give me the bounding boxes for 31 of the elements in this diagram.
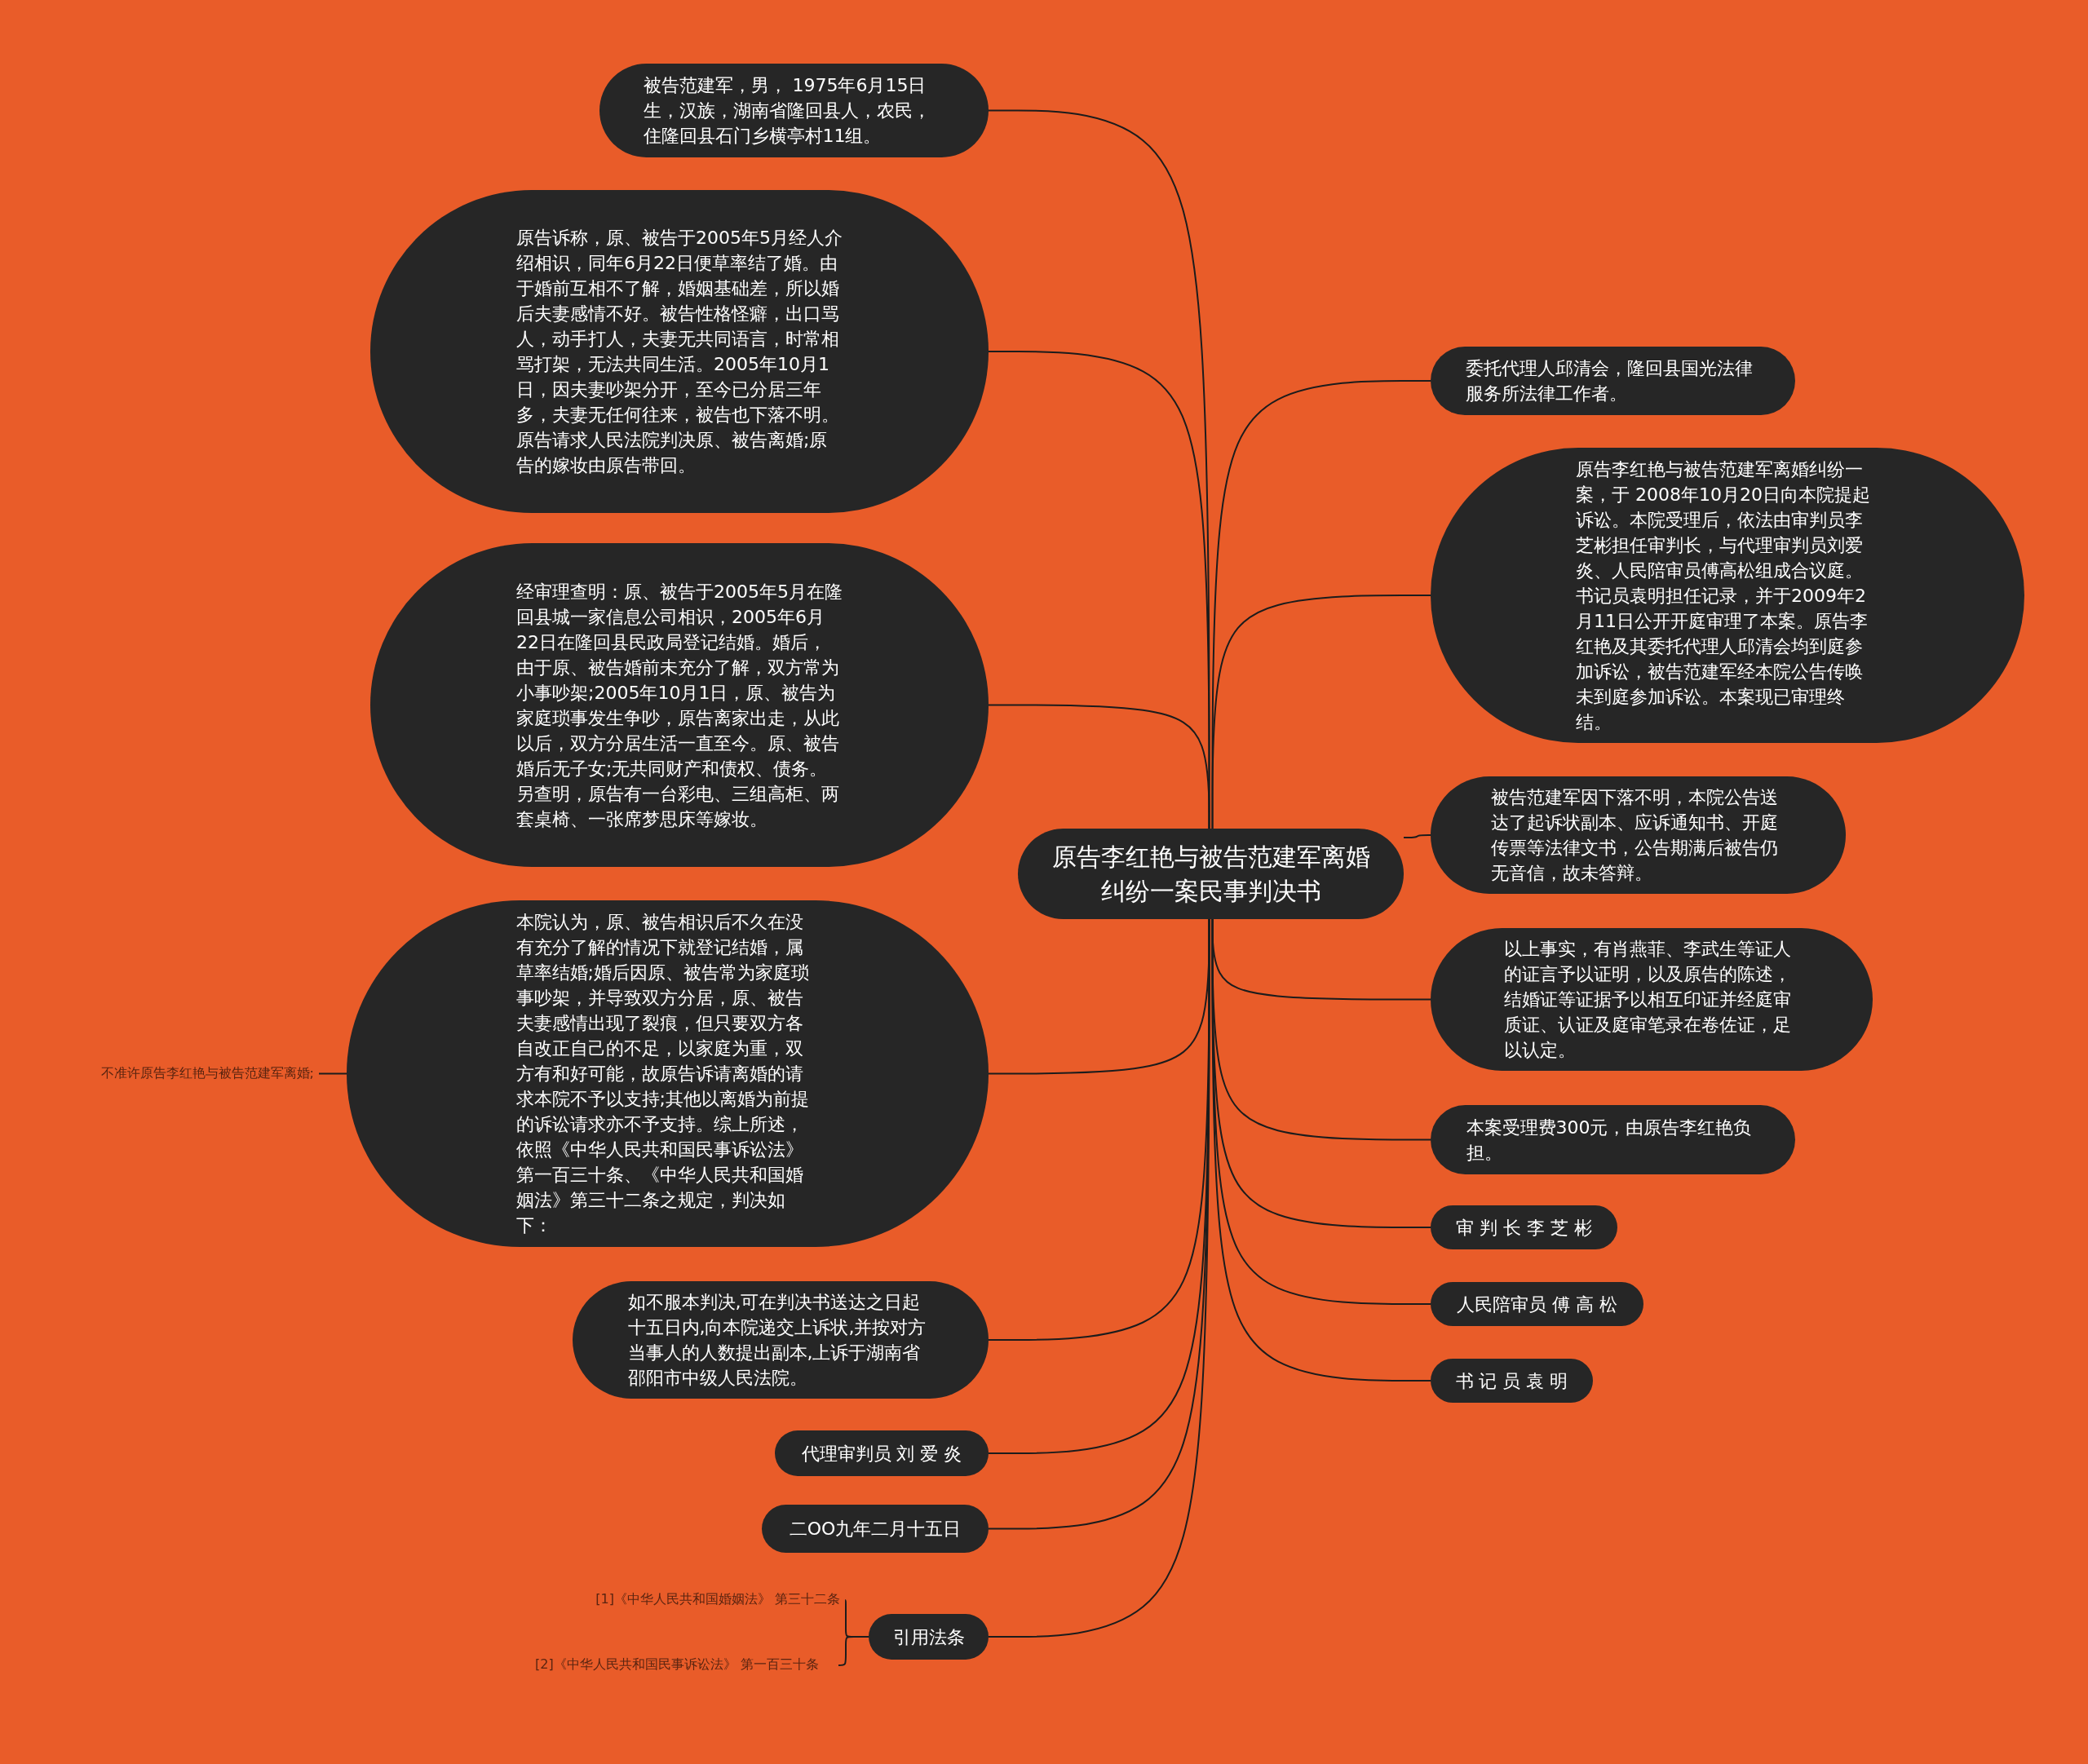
node-text: 人民陪审员 傅 高 松 xyxy=(1457,1293,1617,1316)
node-text: 以上事实，有肖燕菲、李武生等证人的证言予以证明，以及原告的陈述，结婚证等证据予以相互印证并经庭审质证、认证及庭审笔录在卷佐证，足以认定。 xyxy=(1504,938,1792,1062)
connector-line xyxy=(988,704,1210,829)
connector-line xyxy=(1211,595,1431,829)
connector-line xyxy=(318,1072,347,1075)
topic-bubble xyxy=(775,1430,989,1476)
topic-bubble xyxy=(1431,1282,1643,1326)
node-text: 经审理查明：原、被告于2005年5月在隆回县城一家信息公司相识，2005年6月22日在隆回县民政局登记结婚。婚后，由于原、被告婚前未充分了解，双方常为小事吵架;2005年10月1日，原、被告为家庭琐事发生争吵，原告离家出走，从此以后，双方分居生活一直至今。原、被告婚后无子女;无共同财产和债权、债务。另查明，原告有一台彩电、三组高柜、两套桌椅、一张席梦思床等嫁妆。 xyxy=(516,580,843,831)
node-text: 本案受理费300元，由原告李红艳负担。 xyxy=(1466,1116,1753,1165)
node-text: 被告范建军因下落不明，本院公告送达了起诉状副本、应诉通知书、开庭传票等法律文书，公告期满后被告仍无音信，故未答辩。 xyxy=(1490,786,1779,885)
node-text: 被告范建军，男， 1975年6月15日生，汉族，湖南省隆回县人，农民，住隆回县石门乡横亭村11组。 xyxy=(643,74,931,148)
node-text: 如不服本判决,可在判决书送达之日起十五日内,向本院递交上诉状,并按对方当事人的人数提出副本,上诉于湖南省邵阳市中级人民法院。 xyxy=(627,1291,927,1390)
connector-line xyxy=(838,1636,869,1666)
node-text: 原告诉称，原、被告于2005年5月经人介绍相识，同年6月22日便草率结了婚。由于婚前互相不了解，婚姻基础差，所以婚后夫妻感情不好。被告性格怪癖，出口骂人，动手打人，夫妻无共同语言，时常相骂打架，无法共同生活。2005年10月1日，因夫妻吵架分开，至今已分居三年多，夫妻无任何往来，被告也下落不明。原告请求人民法院判决原、被告离婚;原告的嫁妆由原告带回。 xyxy=(516,227,843,477)
node-text: 委托代理人邱清会，隆回县国光法律服务所法律工作者。 xyxy=(1465,357,1754,405)
node-text: 书 记 员 袁 明 xyxy=(1455,1369,1568,1393)
topic-bubble xyxy=(1431,1205,1617,1249)
branch-text: 不准许原告李红艳与被告范建军离婚; xyxy=(57,1064,314,1082)
node-text: 本院认为，原、被告相识后不久在没有充分了解的情况下就登记结婚，属草率结婚;婚后因原、被告常为家庭琐事吵架，并导致双方分居，原、被告夫妻感情出现了裂痕，但只要双方各自改正自己的不足，以家庭为重，双方有和好可能，故原告诉请离婚的请求本院不予以支持;其他以离婚为前提的诉讼请求亦不予支持。综上所述，依照《中华人民共和国民事诉讼法》第一百三十条、《中华人民共和国婚姻法》第三十二条之规定，判决如下： xyxy=(515,911,810,1237)
topic-bubble xyxy=(869,1614,989,1660)
node-text: 审 判 长 李 芝 彬 xyxy=(1456,1216,1592,1240)
node-text: 引用法条 xyxy=(892,1625,965,1649)
node-text: 原告李红艳与被告范建军离婚纠纷一案，于 2008年10月20日向本院提起诉讼。本院受理后，依法由审判员李芝彬担任审判长，与代理审判员刘爱炎、人民陪审员傅高松组成合议庭。书记员袁明担任记录，并于2009年2月11日公开开庭审理了本案。原告李红艳及其委托代理人邱清会均到庭参加诉讼，被告范建军经本院公告传唤未到庭参加诉讼。本案现已审理终结。 xyxy=(1576,458,1871,734)
connector-line xyxy=(1211,918,1431,1382)
branch-text: [1]《中华人民共和国婚姻法》 第三十二条 xyxy=(522,1590,840,1608)
branch-text: [2]《中华人民共和国民事诉讼法》 第一百三十条 xyxy=(535,1656,834,1673)
topic-bubble xyxy=(1431,1359,1593,1403)
node-text: 二OO九年二月十五日 xyxy=(789,1518,962,1541)
connector-line xyxy=(1403,834,1431,839)
node-text: 代理审判员 刘 爱 炎 xyxy=(801,1442,962,1466)
title-text: 原告李红艳与被告范建军离婚纠纷一案民事判决书 xyxy=(1051,841,1371,907)
